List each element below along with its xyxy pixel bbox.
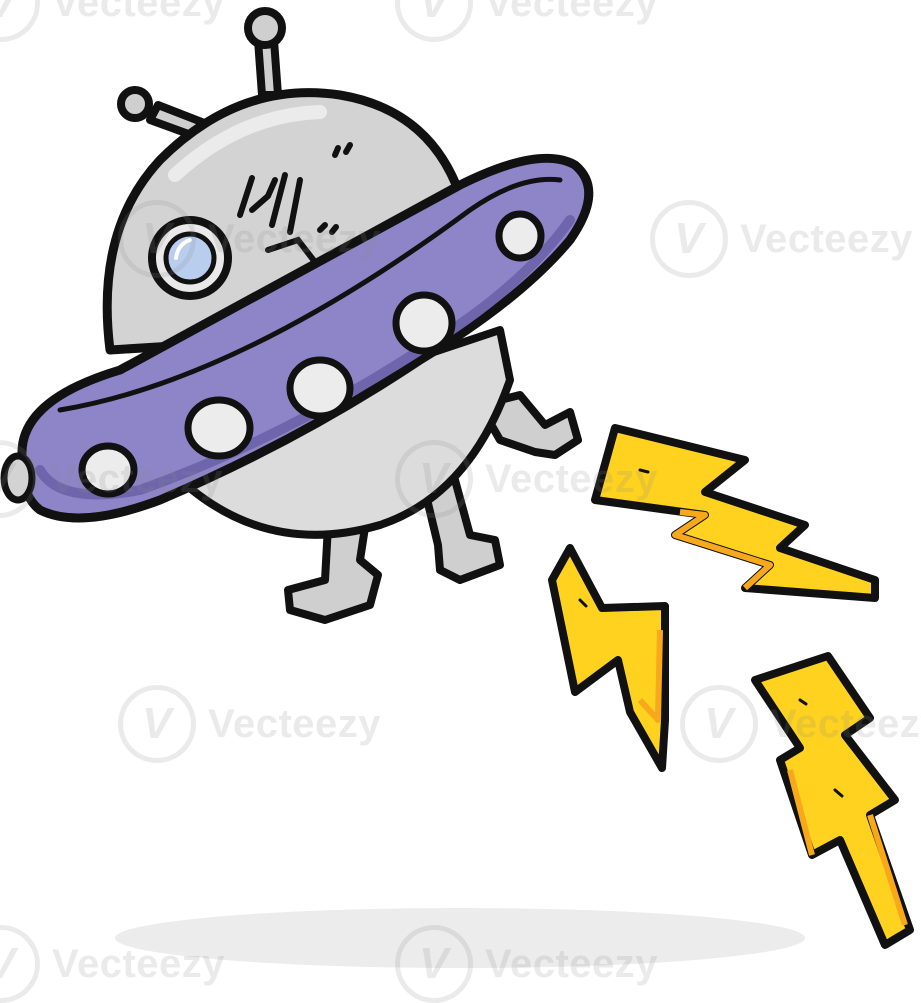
lightning-texture — [578, 468, 844, 798]
lightning-bolt-top — [591, 424, 879, 602]
lightning-bolts — [548, 424, 914, 949]
saucer-nose — [0, 452, 36, 504]
antenna-top-ball — [244, 7, 286, 49]
lightning-bolt-middle — [548, 544, 669, 772]
ufo-illustration — [0, 7, 914, 968]
porthole-5 — [495, 210, 545, 262]
saucer-ring-rim-line — [57, 176, 563, 413]
saucer-ring — [17, 153, 594, 523]
leg-right — [476, 391, 582, 459]
porthole-4 — [392, 291, 456, 355]
dome-highlight — [168, 105, 327, 182]
dome-markings — [237, 142, 353, 265]
antenna-left-ball — [117, 86, 153, 122]
porthole-1 — [78, 442, 138, 498]
lightning-bolt-bottom — [751, 652, 914, 949]
porthole-2 — [184, 396, 254, 460]
porthole-3 — [286, 356, 354, 420]
leg-middle — [416, 466, 504, 584]
saucer-portholes — [78, 210, 545, 498]
ufo-lower-body — [166, 326, 514, 539]
dome-window — [148, 216, 232, 300]
ground-shadow — [115, 908, 805, 968]
